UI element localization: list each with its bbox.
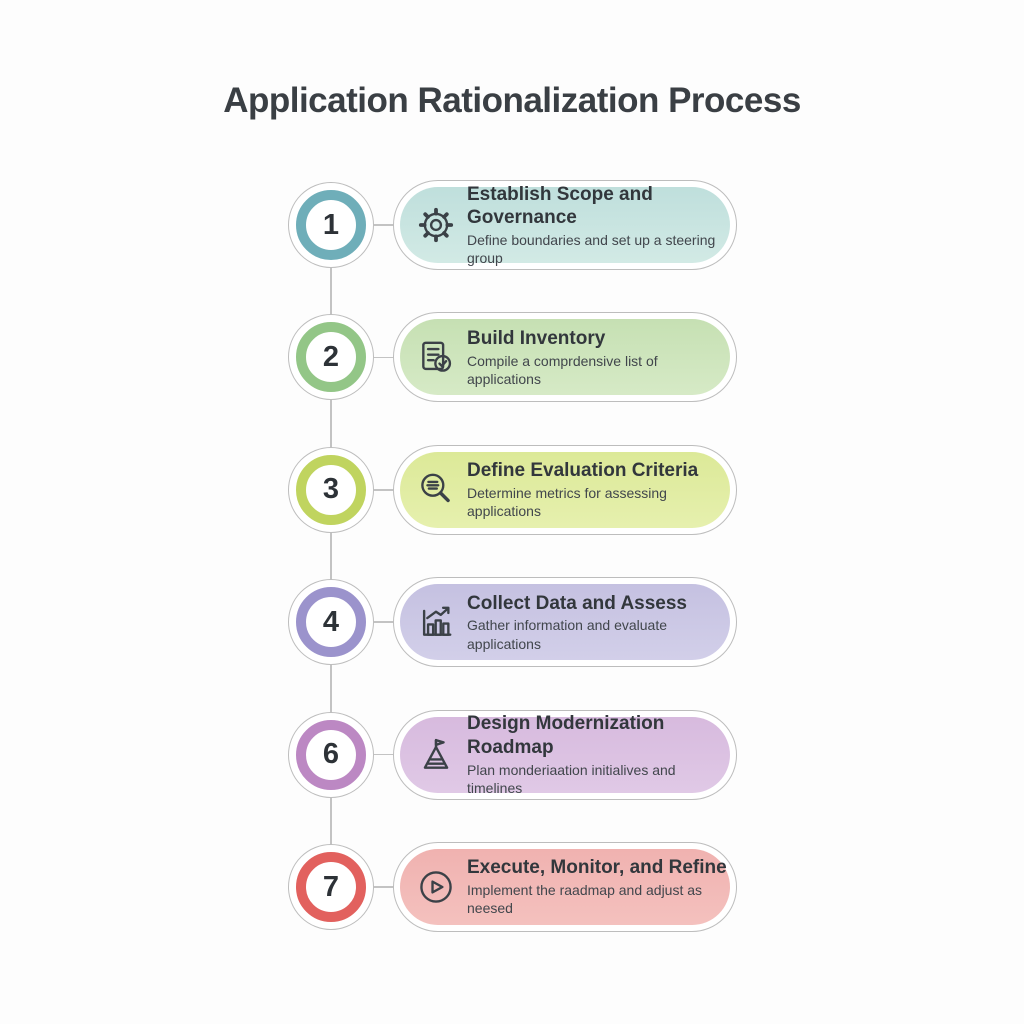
step-number: 4	[322, 605, 340, 638]
play-icon	[416, 867, 456, 907]
step-number-ring: 7	[296, 852, 366, 922]
step-number-circle: 6	[288, 711, 374, 798]
step-title: Execute, Monitor, and Refine	[467, 857, 727, 879]
step-card-body: Design Modernization Roadmap Plan monder…	[400, 713, 730, 796]
step-subtitle: Determine metrics for assessing applicat…	[467, 484, 667, 520]
step-connector-line	[374, 753, 394, 756]
step-text: Collect Data and Assess Gather informati…	[467, 592, 730, 653]
step-title: Collect Data and Assess	[467, 592, 687, 614]
step-card: Define Evaluation Criteria Determine met…	[393, 444, 737, 535]
step-title: Establish Scope and Governance	[467, 183, 653, 229]
magnifier-icon	[416, 470, 456, 510]
step-card-body: Collect Data and Assess Gather informati…	[400, 584, 730, 661]
step-text: Build Inventory Compile a comprdensive l…	[467, 327, 730, 388]
step-text: Establish Scope and Governance Define bo…	[467, 183, 730, 268]
bar-chart-icon	[416, 602, 456, 642]
gear-icon	[416, 205, 456, 245]
step-number-ring: 2	[296, 322, 366, 393]
step-number-ring: 6	[296, 719, 366, 790]
step-number: 1	[322, 208, 340, 241]
step-card-body: Execute, Monitor, and Refine Implement t…	[400, 849, 730, 925]
step-connector-line	[374, 356, 394, 359]
step-number-ring: 4	[296, 587, 366, 658]
step-card: Execute, Monitor, and Refine Implement t…	[393, 842, 737, 932]
step-number-circle: 1	[288, 182, 374, 268]
step-subtitle: Compile a comprdensive list of applicati…	[467, 352, 658, 387]
step-subtitle: Gather information and evaluate applicat…	[467, 617, 668, 652]
step-number-ring: 1	[296, 190, 366, 260]
step-subtitle: Define boundaries and set up a steering …	[467, 232, 716, 267]
step-number: 7	[322, 870, 340, 903]
step-title: Build Inventory	[467, 327, 606, 349]
milestone-flag-icon	[416, 735, 456, 775]
step-number-circle: 4	[288, 579, 374, 666]
step-connector-line	[374, 621, 394, 623]
step-subtitle: Plan monderiaation initialives and timel…	[467, 761, 676, 796]
step-card: Establish Scope and Governance Define bo…	[393, 180, 737, 270]
step-number-circle: 3	[288, 446, 374, 533]
step-text: Design Modernization Roadmap Plan monder…	[467, 712, 730, 797]
step-connector-line	[374, 489, 394, 491]
step-text: Define Evaluation Criteria Determine met…	[467, 459, 730, 520]
timeline-connector-line	[330, 225, 332, 887]
step-title: Design Modernization Roadmap	[467, 713, 665, 758]
step-card: Collect Data and Assess Gather informati…	[393, 577, 737, 668]
checklist-icon	[416, 337, 456, 377]
step-connector-line	[374, 224, 394, 226]
step-number: 3	[322, 473, 340, 506]
step-card: Build Inventory Compile a comprdensive l…	[393, 312, 737, 403]
step-number-circle: 7	[288, 844, 374, 930]
step-number: 6	[322, 738, 340, 771]
step-text: Execute, Monitor, and Refine Implement t…	[467, 856, 730, 917]
step-number-ring: 3	[296, 454, 366, 525]
step-subtitle: Implement the raadmap and adjust as nees…	[467, 882, 703, 917]
step-card-body: Build Inventory Compile a comprdensive l…	[400, 319, 730, 396]
step-card-body: Establish Scope and Governance Define bo…	[400, 184, 730, 266]
page-title: Application Rationalization Process	[223, 81, 801, 121]
step-card: Design Modernization Roadmap Plan monder…	[393, 709, 737, 800]
step-number-circle: 2	[288, 314, 374, 401]
step-title: Define Evaluation Criteria	[467, 460, 699, 482]
step-connector-line	[374, 886, 394, 888]
step-number: 2	[322, 340, 340, 373]
step-card-body: Define Evaluation Criteria Determine met…	[400, 451, 730, 528]
